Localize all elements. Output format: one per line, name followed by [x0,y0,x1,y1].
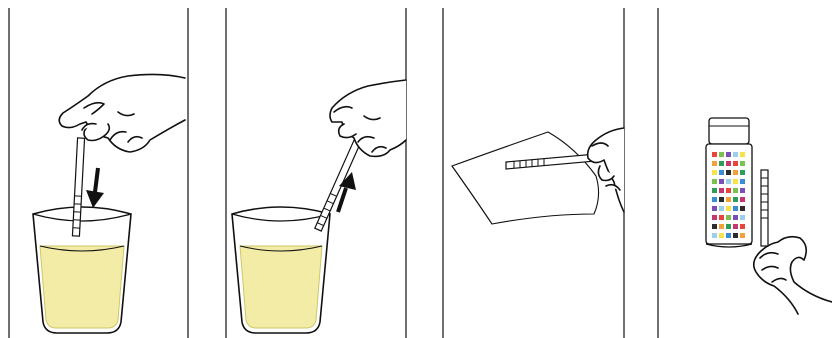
color-swatch [712,197,717,202]
color-swatch [733,179,738,184]
color-swatch [719,170,724,175]
hand-icon [754,237,832,314]
color-swatch [712,188,717,193]
color-swatch [712,170,717,175]
color-swatch [726,215,731,220]
color-swatch [719,233,724,238]
color-swatch [712,206,717,211]
color-swatch [740,224,745,229]
color-swatch [712,152,717,157]
test-strip-icon [761,170,768,246]
color-swatch [719,197,724,202]
step-3-blot-panel [436,0,632,338]
color-swatch [740,161,745,166]
color-swatch [740,152,745,157]
down-arrow-icon [86,168,104,208]
color-swatch [733,233,738,238]
color-swatch [712,233,717,238]
step-3-drawing [436,0,632,338]
color-swatch [733,170,738,175]
color-swatch [740,170,745,175]
color-swatch [726,197,731,202]
color-swatch [733,152,738,157]
color-swatch [740,197,745,202]
color-swatch [719,179,724,184]
color-swatch [726,170,731,175]
color-swatch [740,206,745,211]
step-4-drawing [650,0,832,338]
color-swatch [719,161,724,166]
color-swatch [733,188,738,193]
color-swatch [740,188,745,193]
color-swatch [726,161,731,166]
color-swatch [726,152,731,157]
color-swatch [719,215,724,220]
color-swatch [733,161,738,166]
color-swatch [726,206,731,211]
color-swatch [740,233,745,238]
color-swatch [719,224,724,229]
color-swatch [733,215,738,220]
step-1-drawing [0,0,210,338]
color-swatch [712,161,717,166]
color-swatch [719,152,724,157]
color-swatch [740,179,745,184]
step-2-withdraw-panel [218,0,418,338]
step-1-dip-panel [0,0,210,338]
color-swatch [712,179,717,184]
color-swatch [712,215,717,220]
test-strip-icon [315,137,362,231]
color-swatch [719,188,724,193]
hand-icon [330,80,406,156]
color-swatch [712,224,717,229]
color-swatch [733,224,738,229]
color-swatch [740,215,745,220]
tissue-icon [452,132,599,224]
color-swatch [733,206,738,211]
step-2-drawing [218,0,418,338]
color-swatch [726,233,731,238]
cup-icon [33,207,131,333]
step-4-compare-panel [650,0,832,338]
color-swatch [726,224,731,229]
color-swatch [733,197,738,202]
color-swatch [719,206,724,211]
color-swatch [726,188,731,193]
color-swatch [726,179,731,184]
